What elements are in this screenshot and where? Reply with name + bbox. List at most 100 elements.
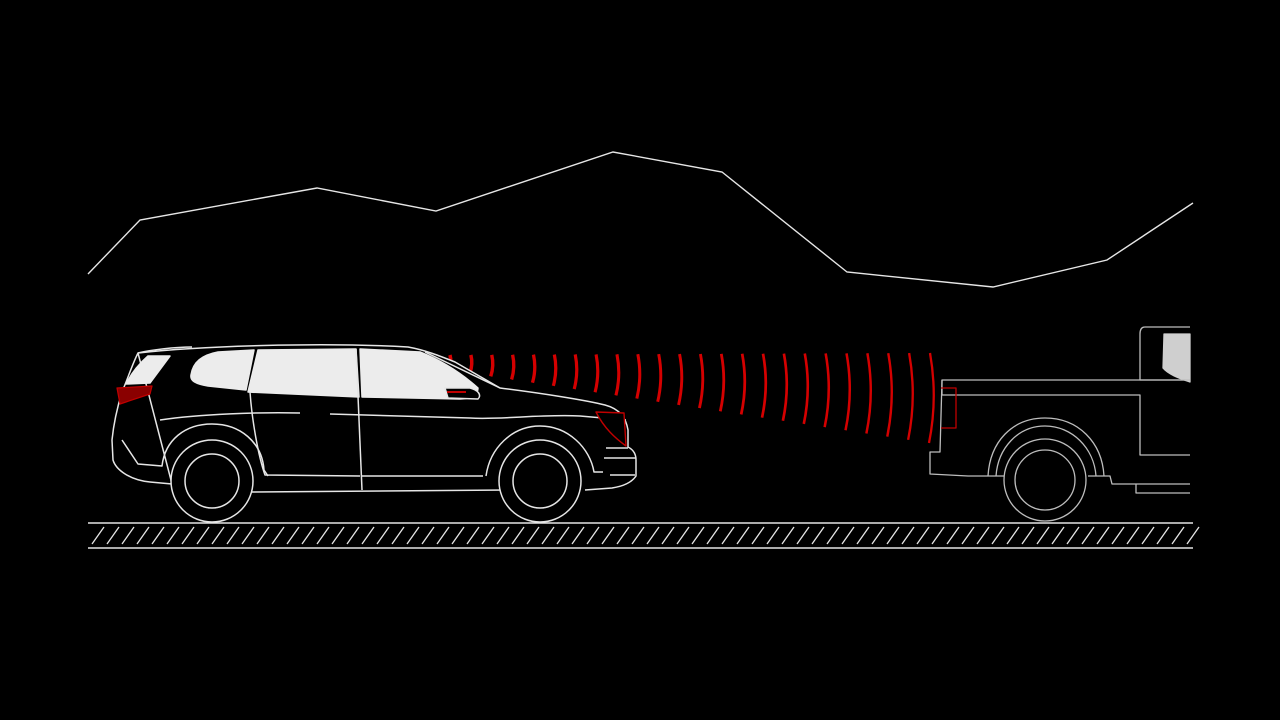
road-hatch-line [316,526,330,545]
radar-wave-arc [802,353,810,425]
radar-wave-arc [781,353,789,422]
road-hatch-line [1021,526,1035,545]
radar-wave-arc [927,352,935,444]
road-hatch-line [271,526,285,545]
road-hatch-line [256,526,270,545]
road-hatch-line [1036,526,1050,545]
road-hatch-line [1081,526,1095,545]
radar-wave-arc [510,354,516,381]
suv-tailgate-glass [125,355,171,385]
road-hatch-line [91,526,105,545]
suv-mirror [444,387,481,400]
road-hatch-line [1066,526,1080,545]
road-hatch-line [796,526,810,545]
road-hatch-line [391,526,405,545]
road-hatch-line [601,526,615,545]
road-hatch-line [811,526,825,545]
road-hatch-line [871,526,885,545]
road-hatch-line [691,526,705,545]
road-hatch-line [706,526,720,545]
road-hatch-line [1051,526,1065,545]
radar-wave-arc [698,353,705,409]
road-hatch-line [436,526,450,545]
road-hatch-line [676,526,690,545]
radar-wave-arc [489,354,495,377]
road-hatch-line [346,526,360,545]
road-hatch-line [121,526,135,545]
road-hatch-line [736,526,750,545]
road [88,522,1200,549]
radar-wave-arc [906,352,914,441]
road-hatch-line [1111,526,1125,545]
suv-rear-window [190,349,255,391]
road-hatch-line [1141,526,1155,545]
road-hatch-line [106,526,120,545]
road-hatch-line [511,526,525,545]
suv-front-wheel [498,439,582,523]
road-hatch-line [226,526,240,545]
road-hatch-line [241,526,255,545]
truck-rear-wheel [1003,438,1087,522]
road-hatch-line [646,526,660,545]
radar-wave-arc [677,353,684,406]
radar-wave-arc [844,353,852,431]
radar-waves [447,352,935,444]
suv-rear-wheel [170,439,254,523]
road-hatch-line [946,526,960,545]
road-hatch-line [211,526,225,545]
radar-wave-arc [718,353,726,412]
road-hatch-line [1006,526,1020,545]
road-hatch-line [541,526,555,545]
truck-tail-light [941,387,957,429]
truck-cab-window [1162,333,1191,383]
suv-head-light [595,411,627,447]
radar-wave-arc [551,354,558,387]
radar-wave-arc [886,352,893,437]
road-hatch-line [916,526,930,545]
road-hatch-line [496,526,510,545]
radar-wave-arc [739,353,747,415]
road-hatch-line [421,526,435,545]
road-hatch-line [1156,526,1170,545]
suv-tail-light [116,385,153,405]
road-hatch-line [1186,526,1200,545]
radar-wave-arc [823,353,831,428]
radar-wave-arc [572,354,579,390]
radar-wave-arc [760,353,768,418]
road-hatch-line [466,526,480,545]
radar-wave-arc [635,353,642,399]
road-hatch-line [376,526,390,545]
road-hatch-line [151,526,165,545]
radar-wave-arc [530,354,537,384]
road-hatch-line [1126,526,1140,545]
radar-wave-arc [656,353,663,403]
road-hatch-line [451,526,465,545]
suv-vehicle [111,344,637,523]
road-hatch-line [841,526,855,545]
road-hatch-line [826,526,840,545]
road-hatch-line [1096,526,1110,545]
road-hatch-line [136,526,150,545]
road-hatch-line [181,526,195,545]
road-hatch-line [766,526,780,545]
road-hatch-line [661,526,675,545]
road-hatch-line [1171,526,1185,545]
road-hatch-line [886,526,900,545]
radar-wave-arc [593,354,600,393]
road-hatch-line [631,526,645,545]
road-hatch-line [781,526,795,545]
road-hatch-line [931,526,945,545]
mountain-line [87,151,1194,288]
road-hatch-line [571,526,585,545]
road-hatch-line [301,526,315,545]
road-hatch-line [856,526,870,545]
road-hatch-line [556,526,570,545]
road-hatch-line [991,526,1005,545]
road-hatch-line [976,526,990,545]
road-hatch-line [751,526,765,545]
road-hatch-line [196,526,210,545]
road-hatch-line [331,526,345,545]
suv-middle-window [247,348,360,398]
road-hatch-line [961,526,975,545]
